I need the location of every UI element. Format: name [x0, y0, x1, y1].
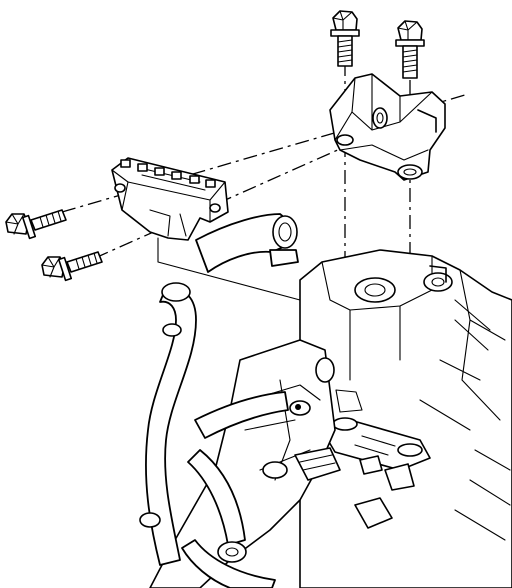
bolt-top-right-icon — [395, 20, 425, 79]
centerline-upper — [61, 94, 466, 213]
bolt-top-left-icon — [330, 10, 360, 67]
control-module-icon — [111, 157, 229, 241]
bolt-side-lower-icon — [41, 251, 103, 282]
mounting-bracket-icon — [329, 73, 446, 181]
bolt-side-upper-icon — [5, 209, 67, 240]
hoses-icon — [139, 213, 299, 588]
